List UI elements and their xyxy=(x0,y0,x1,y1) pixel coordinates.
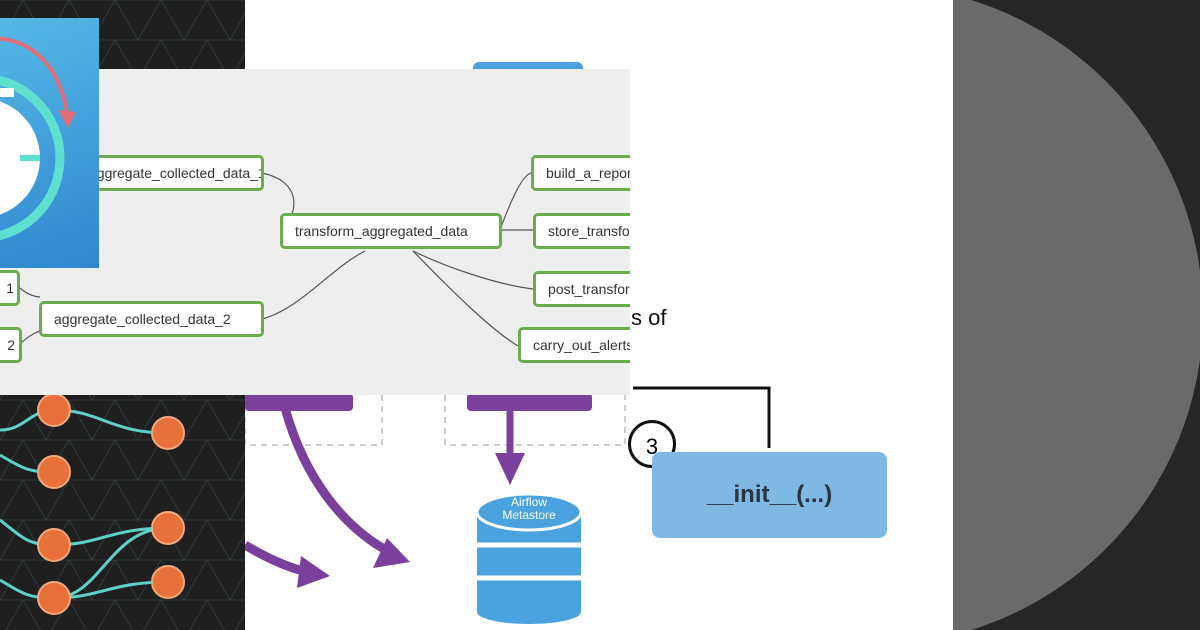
partial-text: s of xyxy=(631,305,667,330)
init-method-box: __init__(...) xyxy=(652,452,887,538)
dag-node-aggregate-2[interactable]: aggregate_collected_data_2 xyxy=(39,301,264,337)
dag-node-aggregate-1[interactable]: aggregate_collected_data_1 xyxy=(84,155,264,191)
dag-node-transform[interactable]: transform_aggregated_data xyxy=(280,213,502,249)
metastore-label: Airflow Metastore xyxy=(502,495,556,522)
dashed-box-left xyxy=(245,395,383,446)
dag-edges xyxy=(19,172,534,347)
dag-node-build-report[interactable]: build_a_report xyxy=(531,155,630,191)
purple-arrow-left xyxy=(245,541,309,577)
connector-line xyxy=(633,386,771,448)
dag-node-source-1[interactable]: 1 xyxy=(0,270,20,306)
dag-node-store[interactable]: store_transformed_data xyxy=(533,213,630,249)
purple-arrow-curve xyxy=(280,406,398,560)
purple-arrowhead-1 xyxy=(373,538,410,568)
purple-arrowhead-3 xyxy=(495,453,525,485)
dashed-box-right xyxy=(444,395,626,446)
purple-bar-right xyxy=(467,393,592,411)
right-background xyxy=(953,0,1200,630)
dag-node-source-2[interactable]: 2 xyxy=(0,327,22,363)
network-nodes xyxy=(37,393,185,615)
metastore-database-icon xyxy=(475,492,583,624)
clock-refresh-icon xyxy=(0,36,76,241)
purple-arrowhead-2 xyxy=(297,556,330,588)
purple-bar-left xyxy=(245,393,353,411)
logo-tile xyxy=(0,18,99,268)
dag-node-carry-out-alerts[interactable]: carry_out_alerts xyxy=(518,327,630,363)
large-gray-circle xyxy=(953,0,1200,630)
dag-graph-panel: aggregate_collected_data_1 aggregate_col… xyxy=(0,69,630,395)
dag-node-post[interactable]: post_transformed_data xyxy=(533,271,630,307)
architecture-diagram xyxy=(245,62,771,624)
